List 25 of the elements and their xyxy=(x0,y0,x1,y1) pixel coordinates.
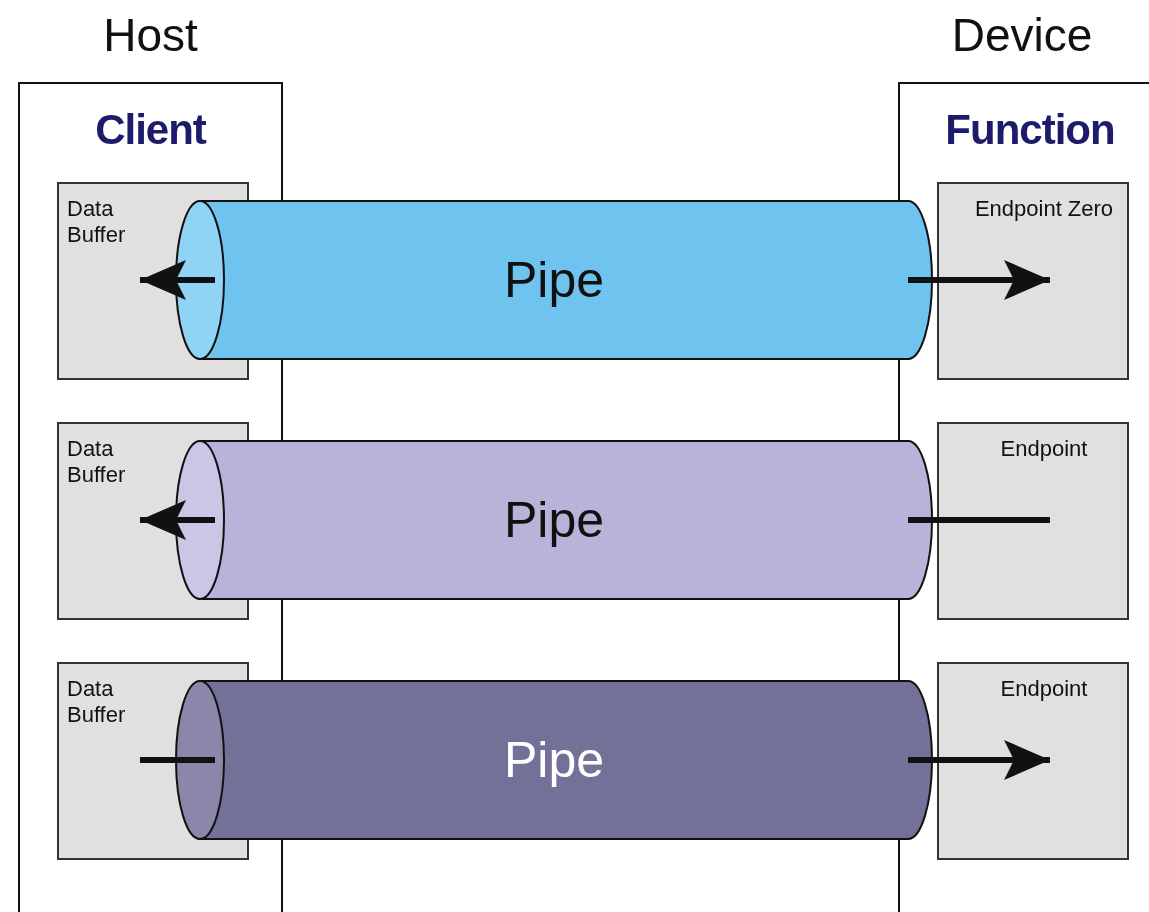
endpoint-label: Endpoint xyxy=(999,676,1089,702)
device-title: Device xyxy=(950,8,1094,62)
pipe-label: Pipe xyxy=(502,731,606,789)
arrow xyxy=(140,260,215,300)
buffer-label: Data Buffer xyxy=(67,676,127,728)
arrow xyxy=(908,260,1050,300)
host-title: Host xyxy=(102,8,199,62)
pipe-cylinder xyxy=(175,440,933,600)
buffer-label: Data Buffer xyxy=(67,196,127,248)
client-label: Client xyxy=(94,106,208,154)
endpoint-label: Endpoint xyxy=(999,436,1089,462)
pipe-cylinder xyxy=(175,680,933,840)
endpoint-box xyxy=(937,422,1129,620)
pipe-label: Pipe xyxy=(502,251,606,309)
pipe-label: Pipe xyxy=(502,491,606,549)
connector-line xyxy=(908,517,1050,523)
buffer-label: Data Buffer xyxy=(67,436,127,488)
pipe-cylinder xyxy=(175,200,933,360)
endpoint-label: Endpoint Zero xyxy=(973,196,1115,222)
endpoint-box xyxy=(937,662,1129,860)
endpoint-box xyxy=(937,182,1129,380)
connector-line xyxy=(140,757,215,763)
arrow xyxy=(908,740,1050,780)
function-label: Function xyxy=(944,106,1116,154)
arrow xyxy=(140,500,215,540)
